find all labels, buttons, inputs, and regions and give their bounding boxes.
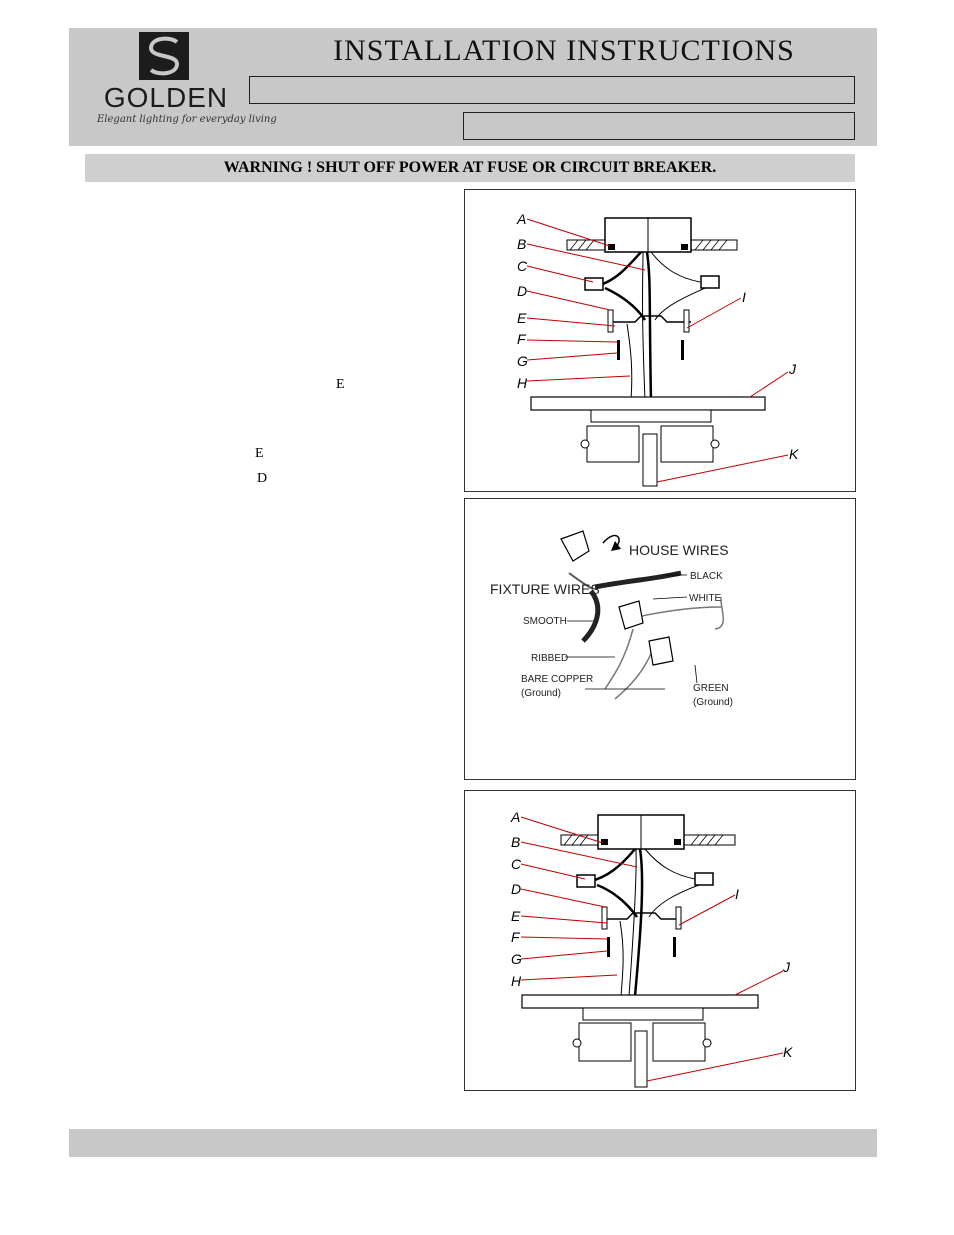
label-f: F <box>511 929 521 945</box>
label-bare-copper-ground: (Ground) <box>521 688 561 699</box>
label-d: D <box>511 881 521 897</box>
label-f: F <box>517 331 527 347</box>
label-fixture-wires: FIXTURE WIRES <box>490 581 600 597</box>
label-h: H <box>511 973 522 989</box>
header-banner: GOLDEN Elegant lighting for everyday liv… <box>69 28 877 146</box>
model-field <box>249 76 855 104</box>
description-field <box>463 112 855 140</box>
label-white: WHITE <box>689 593 722 604</box>
document-title: INSTALLATION INSTRUCTIONS <box>333 34 795 67</box>
logo-s-mark-icon <box>139 32 189 80</box>
mounting-diagram-1: A B C D E F G H I J K <box>464 189 856 492</box>
label-i: I <box>735 886 739 902</box>
brand-tagline: Elegant lighting for everyday living <box>97 114 277 125</box>
label-green-ground: (Ground) <box>693 697 733 708</box>
label-b: B <box>511 834 520 850</box>
label-e: E <box>517 310 527 326</box>
label-c: C <box>511 856 522 872</box>
label-b: B <box>517 236 526 252</box>
label-smooth: SMOOTH <box>523 616 567 627</box>
label-c: C <box>517 258 528 274</box>
label-j: J <box>788 361 797 377</box>
label-j: J <box>782 959 791 975</box>
label-a: A <box>516 211 526 227</box>
label-h: H <box>517 375 528 391</box>
text-callout-e: E <box>336 377 345 392</box>
mounting-diagram-2: A B C D E F G H I J K <box>464 790 856 1091</box>
footer-bar <box>69 1129 877 1157</box>
label-house-wires: HOUSE WIRES <box>629 542 729 558</box>
label-bare-copper: BARE COPPER <box>521 674 593 685</box>
label-i: I <box>742 289 746 305</box>
label-green: GREEN <box>693 683 729 694</box>
text-callout-e: E <box>255 446 264 461</box>
label-g: G <box>511 951 522 967</box>
label-k: K <box>783 1044 793 1060</box>
label-ribbed: RIBBED <box>531 653 568 664</box>
label-e: E <box>511 908 521 924</box>
warning-banner: WARNING ! SHUT OFF POWER AT FUSE OR CIRC… <box>85 154 855 182</box>
text-callout-d: D <box>257 471 268 486</box>
wiring-diagram: HOUSE WIRES FIXTURE WIRES BLACK WHITE SM… <box>464 498 856 780</box>
label-black: BLACK <box>690 571 723 582</box>
golden-logo: GOLDEN Elegant lighting for everyday liv… <box>97 32 277 130</box>
label-k: K <box>789 446 799 462</box>
brand-name: GOLDEN <box>103 82 229 113</box>
label-d: D <box>517 283 527 299</box>
label-g: G <box>517 353 528 369</box>
label-a: A <box>510 809 520 825</box>
